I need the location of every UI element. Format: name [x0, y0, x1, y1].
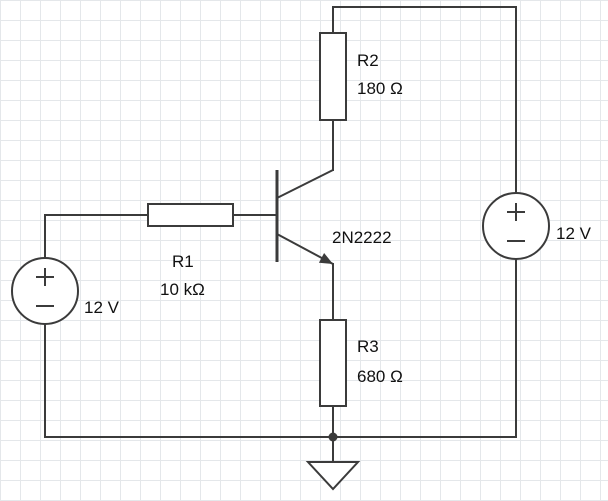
resistor-r2-value-label: 180 Ω: [357, 79, 403, 98]
voltage-source-left[interactable]: 12 V: [11, 257, 120, 325]
resistor-r1[interactable]: R1 10 kΩ: [147, 203, 234, 299]
wire-left-branch: [44, 214, 149, 259]
resistor-r1-body[interactable]: [147, 203, 234, 227]
resistor-r2-ref-label: R2: [357, 51, 379, 70]
transistor-2n2222[interactable]: 2N2222: [275, 169, 392, 265]
resistor-r3-value-label: 680 Ω: [357, 367, 403, 386]
transistor-collector-lead: [276, 169, 334, 199]
voltage-source-right-body[interactable]: [482, 192, 550, 260]
ground-symbol[interactable]: [305, 461, 361, 491]
voltage-source-right[interactable]: 12 V: [482, 192, 592, 260]
transistor-ref-label: 2N2222: [332, 228, 392, 247]
emitter-arrow-icon: [318, 253, 333, 264]
voltage-source-right-label: 12 V: [556, 224, 592, 243]
resistor-r3-body[interactable]: [319, 319, 347, 407]
resistor-r2-body[interactable]: [319, 32, 347, 121]
junction-dot: [328, 432, 338, 442]
voltage-source-left-label: 12 V: [84, 298, 120, 317]
resistor-r3-ref-label: R3: [357, 337, 379, 356]
resistor-r2[interactable]: R2 180 Ω: [319, 32, 403, 121]
voltage-source-left-body[interactable]: [11, 257, 79, 325]
resistor-r1-ref-label: R1: [172, 252, 194, 271]
resistor-r3[interactable]: R3 680 Ω: [319, 319, 403, 407]
wire-bottom-rail: [44, 258, 517, 438]
wire-top-rail: [332, 6, 517, 194]
resistor-r1-value-label: 10 kΩ: [160, 280, 205, 299]
